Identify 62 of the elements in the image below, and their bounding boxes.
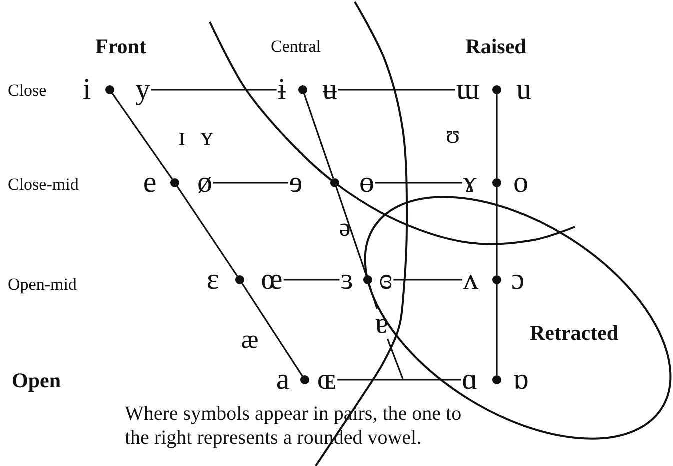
chart-line [214,182,288,184]
chart-line [337,379,462,381]
vowel-symbol: ɑ [461,365,479,395]
vowel-dot [236,276,244,284]
vowel-dot [492,376,502,384]
column-heading: Raised [466,34,526,60]
vowel-symbol: i [82,75,92,105]
row-heading: Open [12,368,62,394]
vowel-dot [106,86,114,94]
vowel-dot [300,376,310,384]
vowel-symbol: ø [196,168,214,198]
row-heading: Close [8,81,47,101]
chart-line [496,284,498,376]
region-label: Retracted [530,320,619,346]
vowel-dot [492,276,502,284]
vowel-dot [492,86,502,94]
vowel-dot [492,178,502,188]
vowel-symbol: ʌ [462,265,480,295]
column-heading: Central [270,37,322,57]
vowel-symbol: o [512,168,530,198]
vowel-symbol: ʊ [446,120,460,150]
chart-line [152,89,277,91]
vowel-symbol: ɛ [206,265,220,295]
vowel-symbol: ə [339,213,351,243]
column-heading: Front [96,34,146,60]
vowel-symbol: œ [260,265,284,295]
vowel-symbol: ɔ [510,265,526,295]
chart-line [112,93,174,180]
vowel-symbol: ʏ [200,122,214,152]
chart-line [336,187,368,276]
vowel-dot [170,178,180,188]
vowel-dot [330,178,340,188]
chart-line [304,94,334,179]
vowel-symbol: ɒ [512,365,530,395]
chart-line [284,279,340,281]
vowel-symbol: ʉ [322,75,338,105]
chart-line [394,279,462,281]
chart-line [496,188,498,276]
vowel-symbol: ɞ [378,265,394,295]
vowel-symbol: ɵ [358,168,376,198]
vowel-symbol: e [142,168,158,198]
chart-line [242,283,304,377]
vowel-symbol: u [516,75,532,105]
vowel-symbol: ɶ [316,365,338,395]
vowel-symbol: ɯ [455,75,481,105]
vowel-symbol: ɤ [462,168,478,198]
chart-line [386,338,404,380]
chart-line [496,94,498,178]
vowel-symbol: ɪ [178,122,186,152]
row-heading: Open-mid [8,275,77,295]
vowel-dot [364,276,372,284]
vowel-symbol: y [134,75,152,105]
vowel-symbol: ɘ [288,168,304,198]
vowel-symbol: æ [241,325,259,355]
chart-line [176,186,238,277]
vowel-symbol: a [275,365,291,395]
vowel-symbol: ɜ [340,265,354,295]
row-heading: Close-mid [8,175,79,195]
vowel-symbol: ɨ [276,75,288,105]
chart-line [338,89,456,91]
chart-line [376,182,462,184]
vowel-dot [298,86,308,94]
